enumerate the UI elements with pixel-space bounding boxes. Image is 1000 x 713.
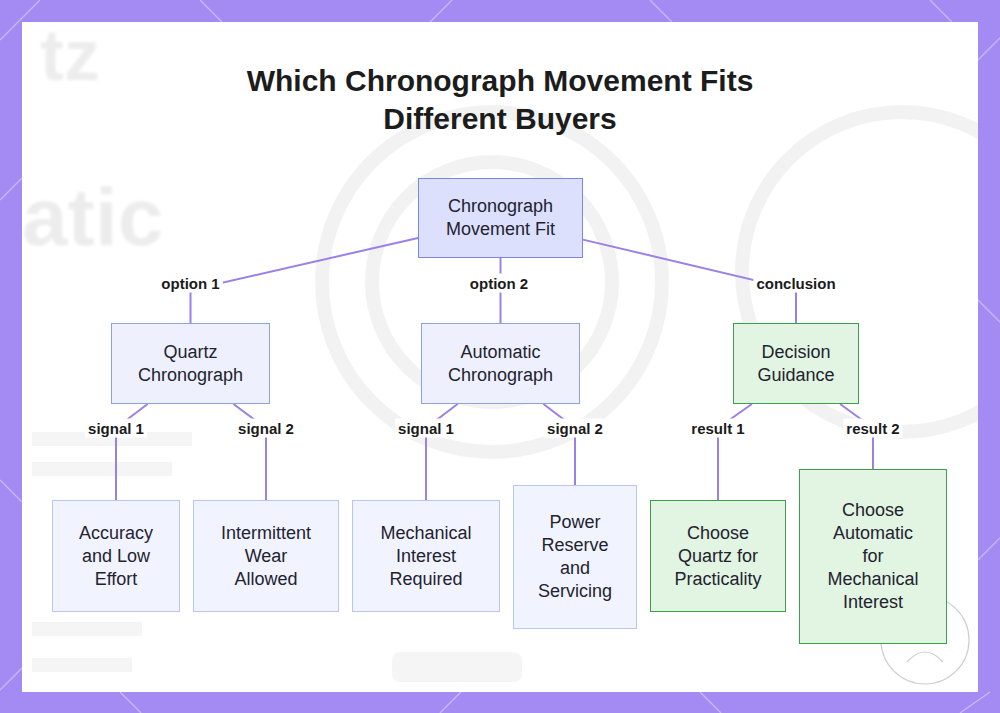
node-content: Automatic Chronograph bbox=[443, 341, 558, 387]
node-text: Choose Automatic for Mechanical Interest bbox=[823, 499, 923, 614]
node-content: Accuracy and Low Effort bbox=[74, 522, 159, 591]
edge-label: option 2 bbox=[467, 274, 531, 293]
node-content: Power Reserve and Servicing bbox=[531, 511, 619, 603]
signal-box: Power Reserve and Servicing bbox=[513, 485, 637, 629]
node-text: Decision Guidance bbox=[751, 341, 841, 387]
node-text: Mechanical Interest Required bbox=[371, 522, 481, 591]
connector-line bbox=[543, 404, 575, 485]
node-text: Quartz Chronograph bbox=[131, 341, 251, 387]
signal-box: Intermittent Wear Allowed bbox=[193, 500, 339, 612]
root-box: Chronograph Movement Fit bbox=[418, 178, 583, 258]
result-box: Choose Quartz for Practicality bbox=[650, 500, 786, 612]
connector bbox=[191, 238, 419, 323]
node-content: Intermittent Wear Allowed bbox=[216, 522, 316, 591]
edge-label: result 1 bbox=[688, 419, 747, 438]
edge-label: signal 1 bbox=[85, 419, 147, 438]
connector-line bbox=[191, 238, 419, 323]
option-box: Automatic Chronograph bbox=[421, 323, 580, 404]
edge-label: signal 2 bbox=[235, 419, 297, 438]
diagram-title: Which Chronograph Movement Fits Differen… bbox=[215, 62, 785, 138]
node-content: Choose Quartz for Practicality bbox=[666, 522, 771, 591]
node-content: Decision Guidance bbox=[751, 341, 841, 387]
node-text: Automatic Chronograph bbox=[443, 341, 558, 387]
edge-label: signal 2 bbox=[544, 419, 606, 438]
node-content: Mechanical Interest Required bbox=[371, 522, 481, 591]
node-text: Accuracy and Low Effort bbox=[74, 522, 159, 591]
conclusion-box: Decision Guidance bbox=[733, 323, 859, 404]
edge-label: conclusion bbox=[753, 274, 838, 293]
watermark-text: atic bbox=[22, 170, 163, 264]
node-text: Power Reserve and Servicing bbox=[531, 511, 619, 603]
signal-box: Mechanical Interest Required bbox=[352, 500, 500, 612]
edge-label: option 1 bbox=[158, 274, 222, 293]
node-text: Chronograph Movement Fit bbox=[441, 195, 561, 241]
edge-label: result 2 bbox=[843, 419, 902, 438]
node-content: Chronograph Movement Fit bbox=[441, 195, 561, 241]
watermark-text: tz bbox=[40, 14, 100, 96]
node-text: Choose Quartz for Practicality bbox=[666, 522, 771, 591]
option-box: Quartz Chronograph bbox=[111, 323, 270, 404]
connector bbox=[543, 404, 575, 485]
signal-box: Accuracy and Low Effort bbox=[52, 500, 180, 612]
node-content: Quartz Chronograph bbox=[131, 341, 251, 387]
result-box: Choose Automatic for Mechanical Interest bbox=[799, 469, 947, 644]
edge-label: signal 1 bbox=[395, 419, 457, 438]
node-content: Choose Automatic for Mechanical Interest bbox=[823, 499, 923, 614]
node-text: Intermittent Wear Allowed bbox=[216, 522, 316, 591]
